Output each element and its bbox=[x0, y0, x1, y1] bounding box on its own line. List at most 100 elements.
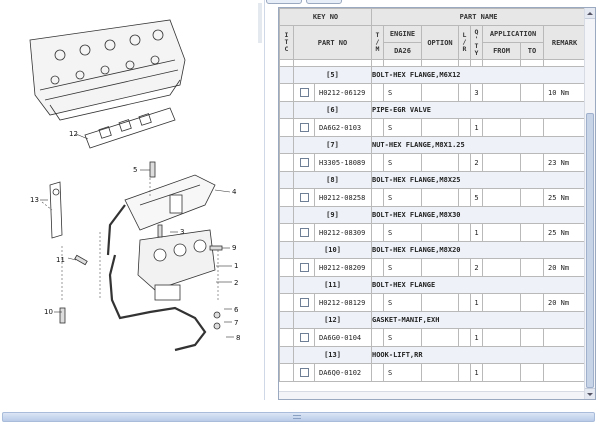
gasket-drawing bbox=[84, 107, 176, 149]
bottom-splitter-bar[interactable] bbox=[2, 412, 595, 422]
part-select-checkbox[interactable] bbox=[299, 158, 309, 167]
egr-pipe-drawing bbox=[106, 204, 207, 352]
part-group-header-row: [6]PIPE-EGR VALVE bbox=[279, 101, 587, 119]
select-cell[interactable] bbox=[293, 363, 315, 382]
part-number: DA6G0-0104 bbox=[314, 328, 372, 347]
callout-8: 8 bbox=[236, 334, 240, 342]
part-item-row[interactable]: DA6Q0-0102 S 1 bbox=[279, 363, 587, 382]
part-name: HOOK-LIFT,RR bbox=[370, 346, 587, 364]
top-toolbar bbox=[264, 0, 344, 6]
part-number: H0212-06129 bbox=[314, 83, 372, 102]
part-select-checkbox[interactable] bbox=[299, 88, 309, 97]
part-select-checkbox[interactable] bbox=[299, 193, 309, 202]
remark-value: 10 Nm bbox=[542, 83, 587, 102]
parts-diagram-panel: 12 5 4 13 3 9 11 1 2 6 7 8 10 bbox=[0, 0, 265, 400]
select-cell[interactable] bbox=[293, 293, 315, 312]
quantity-value: 1 bbox=[470, 293, 483, 312]
remark-value bbox=[542, 118, 587, 137]
quantity-value: 1 bbox=[470, 363, 483, 382]
engine-da26-value: S bbox=[383, 118, 422, 137]
remark-value bbox=[542, 328, 587, 347]
part-no-header: PART NO bbox=[293, 25, 372, 60]
callout-12: 12 bbox=[69, 130, 78, 138]
engine-header: ENGINE bbox=[383, 25, 422, 43]
key-number: [7] bbox=[293, 136, 372, 154]
part-select-checkbox[interactable] bbox=[299, 368, 309, 377]
bolt-drawings bbox=[59, 161, 223, 330]
part-group-header-row: [5]BOLT-HEX FLANGE,M6X12 bbox=[279, 66, 587, 84]
quantity-value: 1 bbox=[470, 328, 483, 347]
engine-da26-value: S bbox=[383, 223, 422, 242]
callout-4: 4 bbox=[232, 188, 237, 196]
key-number: [6] bbox=[293, 101, 372, 119]
scroll-up-arrow-icon[interactable] bbox=[585, 8, 595, 19]
quantity-value: 1 bbox=[470, 223, 483, 242]
callout-6: 6 bbox=[234, 306, 239, 314]
key-no-header: KEY NO bbox=[279, 8, 372, 26]
select-cell[interactable] bbox=[293, 258, 315, 277]
select-cell[interactable] bbox=[293, 188, 315, 207]
select-cell[interactable] bbox=[293, 118, 315, 137]
part-select-checkbox[interactable] bbox=[299, 123, 309, 132]
scrollbar-thumb[interactable] bbox=[586, 113, 594, 388]
part-group-header-row: [9]BOLT-HEX FLANGE,M8X30 bbox=[279, 206, 587, 224]
part-name: PIPE-EGR VALVE bbox=[370, 101, 587, 119]
callout-2: 2 bbox=[234, 279, 238, 287]
vertical-scrollbar[interactable] bbox=[584, 8, 595, 399]
remark-value: 23 Nm bbox=[542, 153, 587, 172]
part-group-header-row: [12]GASKET-MANIF,EXH bbox=[279, 311, 587, 329]
to-header: TO bbox=[520, 42, 544, 60]
select-cell[interactable] bbox=[293, 83, 315, 102]
callout-3: 3 bbox=[180, 228, 184, 236]
part-select-checkbox[interactable] bbox=[299, 263, 309, 272]
heat-shield-drawing bbox=[124, 174, 216, 231]
part-group-header-row: [13]HOOK-LIFT,RR bbox=[279, 346, 587, 364]
horizontal-scrollbar[interactable] bbox=[279, 391, 584, 399]
quantity-value: 2 bbox=[470, 153, 483, 172]
toolbar-tab-2[interactable] bbox=[306, 0, 342, 4]
engine-da26-value: S bbox=[383, 293, 422, 312]
callout-11: 11 bbox=[56, 256, 65, 264]
part-group-header-row: [10]BOLT-HEX FLANGE,M8X20 bbox=[279, 241, 587, 259]
diagram-scroll-indicator bbox=[258, 3, 262, 43]
part-select-checkbox[interactable] bbox=[299, 333, 309, 342]
key-number: [10] bbox=[293, 241, 372, 259]
engine-da26-value: S bbox=[383, 363, 422, 382]
callout-1: 1 bbox=[234, 262, 238, 270]
lr-header: L/R bbox=[458, 25, 471, 60]
toolbar-tab-1[interactable] bbox=[266, 0, 302, 4]
select-cell[interactable] bbox=[293, 153, 315, 172]
key-number: [8] bbox=[293, 171, 372, 189]
engine-model-header: DA26 bbox=[383, 42, 422, 60]
part-number: DA6Q0-0102 bbox=[314, 363, 372, 382]
from-header: FROM bbox=[482, 42, 521, 60]
quantity-value: 5 bbox=[470, 188, 483, 207]
select-cell[interactable] bbox=[293, 328, 315, 347]
part-name: BOLT-HEX FLANGE,M8X25 bbox=[370, 171, 587, 189]
quantity-value: 3 bbox=[470, 83, 483, 102]
key-number: [12] bbox=[293, 311, 372, 329]
select-cell[interactable] bbox=[293, 223, 315, 242]
part-number: H0212-08258 bbox=[314, 188, 372, 207]
part-number: H3305-18089 bbox=[314, 153, 372, 172]
quantity-value: 1 bbox=[470, 118, 483, 137]
engine-da26-value: S bbox=[383, 83, 422, 102]
part-group-header-row: [11]BOLT-HEX FLANGE bbox=[279, 276, 587, 294]
part-name: GASKET-MANIF,EXH bbox=[370, 311, 587, 329]
part-select-checkbox[interactable] bbox=[299, 228, 309, 237]
cylinder-head-drawing bbox=[29, 19, 186, 121]
splitter-grip-icon[interactable] bbox=[293, 415, 301, 419]
part-item-row[interactable]: H0212-06129 S 3 10 Nm bbox=[279, 83, 587, 102]
part-select-checkbox[interactable] bbox=[299, 298, 309, 307]
scroll-down-arrow-icon[interactable] bbox=[585, 388, 595, 399]
engine-da26-value: S bbox=[383, 258, 422, 277]
part-name: BOLT-HEX FLANGE,M8X30 bbox=[370, 206, 587, 224]
